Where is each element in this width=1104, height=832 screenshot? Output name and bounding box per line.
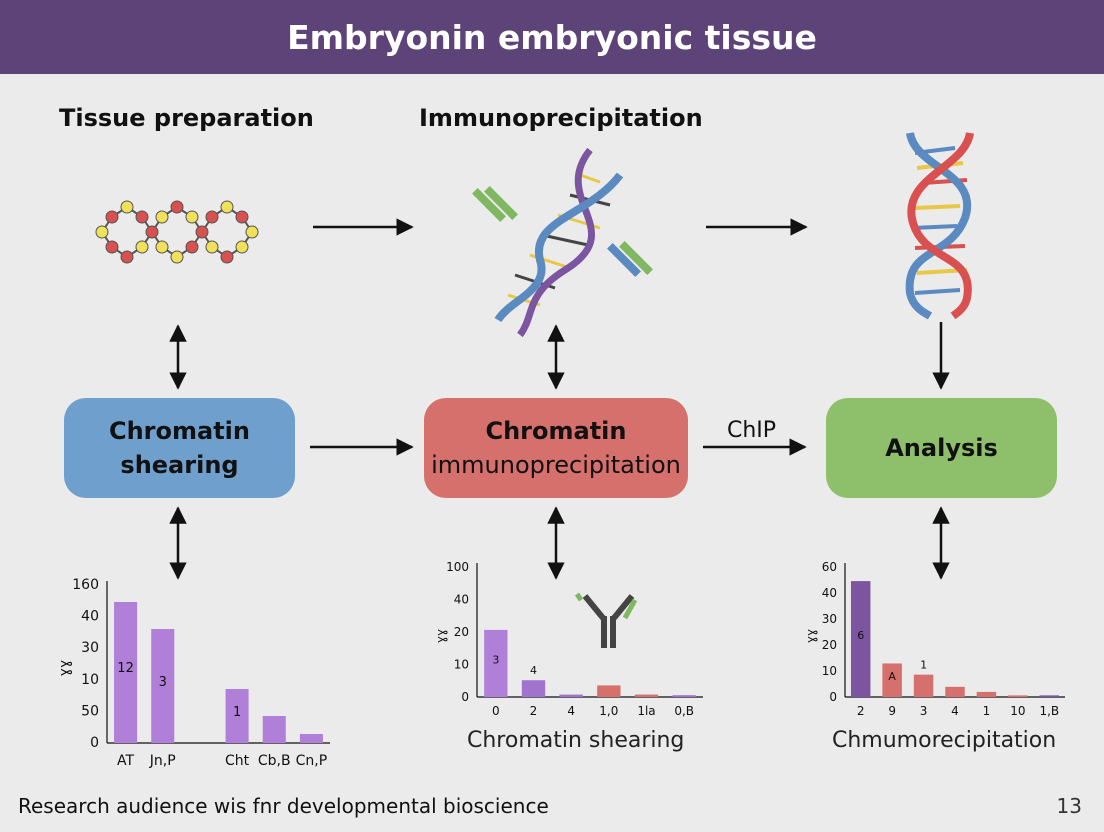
bar [262, 716, 286, 743]
page-number: 13 [1056, 794, 1082, 818]
bar [521, 680, 546, 697]
chromatin-shearing-box: Chromatin shearing [64, 398, 295, 498]
bar [151, 629, 175, 743]
header-tissue-preparation: Tissue preparation [59, 104, 314, 132]
x-tick-label: 3 [920, 704, 928, 718]
y-axis-label: ɣɣ [434, 629, 448, 643]
chromatin-ip-box: Chromatin immunoprecipitation [424, 398, 688, 498]
molecule-icon [95, 200, 259, 264]
bar [484, 629, 508, 697]
chromatin-shearing-line1: Chromatin [108, 417, 250, 445]
x-tick-label: 1la [637, 704, 655, 718]
y-tick-label: 30 [822, 612, 837, 626]
x-tick-label: 0,B [674, 704, 694, 718]
y-tick-label: 100 [446, 560, 469, 574]
x-tick-label: Jn,P [149, 753, 176, 769]
analysis-label: Analysis [885, 434, 998, 462]
bar-value-label: 3 [492, 653, 499, 666]
bar-value-label: 1 [233, 705, 241, 720]
x-tick-label: 2 [530, 704, 538, 718]
y-tick-label: 10 [822, 664, 837, 678]
y-tick-label: 30 [81, 640, 99, 656]
dna-helix-icon [905, 132, 974, 320]
x-tick-label: 2 [857, 704, 865, 718]
bar [850, 581, 871, 697]
bar [1008, 695, 1028, 697]
antibody-icon [574, 592, 638, 648]
analysis-box: Analysis [826, 398, 1057, 498]
y-tick-label: 20 [822, 638, 837, 652]
y-tick-label: 40 [81, 609, 99, 625]
y-tick-label: 160 [72, 577, 99, 593]
bar-value-label: 4 [530, 664, 537, 677]
bar [225, 689, 249, 743]
x-tick-label: Cht [225, 753, 250, 769]
y-tick-label: 40 [822, 586, 837, 600]
bar [559, 694, 583, 697]
header-immunoprecipitation: Immunoprecipitation [419, 104, 703, 132]
chromatin-ip-line2: immunoprecipitation [431, 451, 681, 479]
bar-value-label: 3 [159, 675, 167, 690]
chromatin-ip-line1: Chromatin [485, 417, 627, 445]
caption-right: Chmumorecipitation [832, 728, 1057, 753]
x-tick-label: 10 [1010, 704, 1025, 718]
y-axis-label: ɣɣ [57, 660, 73, 677]
page-title: Embryonin embryonic tissue [287, 17, 817, 57]
bar [913, 674, 934, 697]
y-tick-label: 0 [461, 690, 469, 704]
x-tick-label: AT [117, 753, 134, 769]
bar [882, 663, 902, 697]
x-tick-label: 1,B [1039, 704, 1059, 718]
bar [634, 694, 659, 697]
x-tick-label: 9 [888, 704, 896, 718]
chip-arrow-label: ChIP [727, 418, 777, 443]
footer-note: Research audience wis fnr developmental … [18, 794, 549, 818]
bar-value-label: A [888, 670, 896, 683]
x-tick-label: 4 [567, 704, 575, 718]
bar-value-label: 6 [857, 629, 864, 642]
x-tick-label: Cn,P [296, 753, 328, 769]
y-tick-label: 40 [454, 593, 469, 607]
y-tick-label: 60 [822, 560, 837, 574]
y-tick-label: 20 [454, 625, 469, 639]
title-banner: Embryonin embryonic tissue [0, 0, 1104, 74]
chart-analysis-results: 0 10 20 30 40 60 ɣɣ 6 2 A 9 1 3 4 1 10 1,B [804, 560, 1065, 718]
dna-helix-icon [472, 147, 653, 338]
caption-middle: Chromatin shearing [467, 728, 685, 753]
y-tick-label: 0 [90, 735, 99, 751]
bar [299, 734, 323, 743]
y-tick-label: 10 [81, 672, 99, 688]
y-tick-label: 10 [454, 658, 469, 672]
y-tick-label: 50 [81, 703, 99, 719]
chromatin-shearing-line2: shearing [120, 451, 239, 479]
x-tick-label: 0 [492, 704, 500, 718]
x-tick-label: Cb,B [258, 753, 291, 769]
bar [597, 685, 621, 697]
bar [976, 691, 997, 697]
chart-ip-enrichment: 0 10 20 40 100 ɣɣ 3 0 4 2 4 1,0 1la 0,B [434, 560, 703, 718]
bar [945, 686, 965, 697]
bar [672, 695, 696, 697]
bar-value-label: 1 [920, 659, 927, 672]
bar [1039, 695, 1060, 697]
bar [114, 602, 138, 743]
x-tick-label: 1 [983, 704, 991, 718]
bar-value-label: 12 [117, 661, 134, 676]
x-tick-label: 4 [951, 704, 959, 718]
y-axis-label: ɣɣ [804, 629, 818, 643]
x-tick-label: 1,0 [599, 704, 618, 718]
y-tick-label: 0 [829, 690, 837, 704]
